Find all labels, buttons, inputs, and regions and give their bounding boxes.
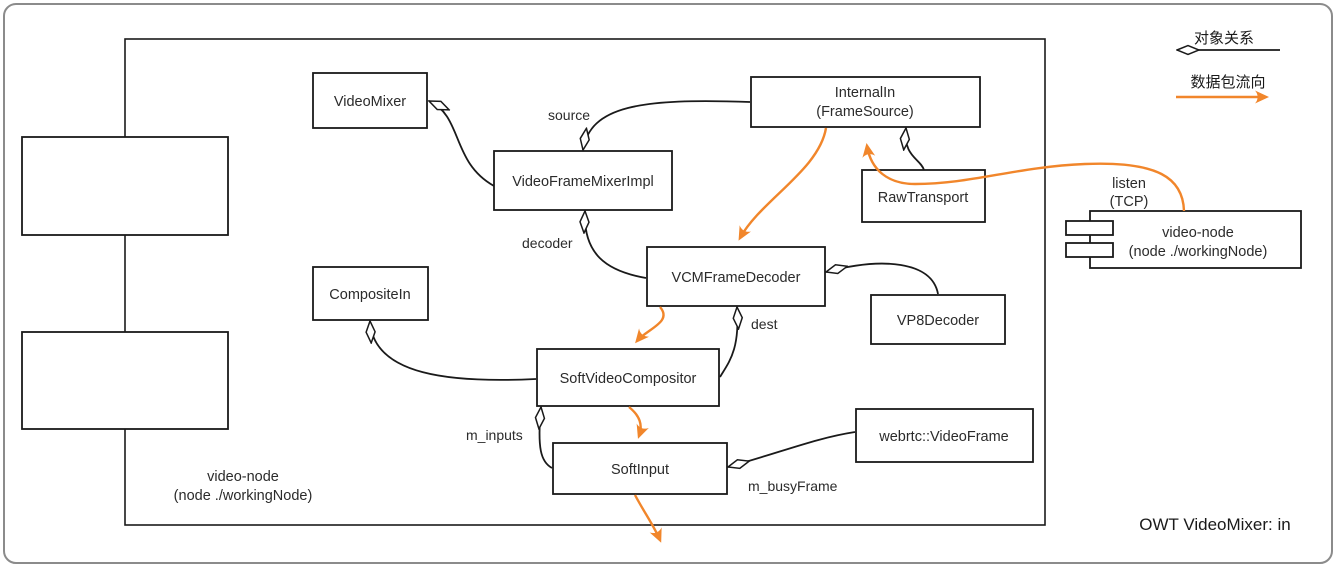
flow-compositor-to-softinput xyxy=(628,406,649,439)
node-label: webrtc::VideoFrame xyxy=(878,429,1008,445)
relation-decoder xyxy=(585,211,647,279)
relation-m-inputs xyxy=(539,407,553,469)
node-label: RawTransport xyxy=(878,190,969,206)
left-port-box-top xyxy=(21,136,229,236)
component-port-icon xyxy=(1065,242,1114,258)
node-soft-video-compositor: SoftVideoCompositor xyxy=(536,348,720,407)
relation-m-busyframe xyxy=(728,431,856,467)
relation-source xyxy=(583,100,751,150)
edge-label-source: source xyxy=(548,107,590,123)
node-label: InternalIn xyxy=(835,85,895,101)
diagram-title: OWT VideoMixer: in xyxy=(1139,515,1290,534)
flow-vcm-to-compositor xyxy=(635,306,665,344)
legend-object-relation-label: 对象关系 xyxy=(1194,30,1254,47)
video-node-container xyxy=(124,38,1046,526)
node-label: VP8Decoder xyxy=(897,313,979,329)
node-internal-in: InternalIn (FrameSource) xyxy=(750,76,981,128)
node-webrtc-video-frame: webrtc::VideoFrame xyxy=(855,408,1034,463)
node-video-frame-mixer-impl: VideoFrameMixerImpl xyxy=(493,150,673,211)
left-port-box-bottom xyxy=(21,331,229,430)
node-label: VCMFrameDecoder xyxy=(672,270,801,286)
legend: 对象关系 数据包流向 xyxy=(1176,30,1280,104)
component-label: (node ./workingNode) xyxy=(1129,244,1268,260)
flow-softinput-out xyxy=(633,494,662,543)
flow-listen-to-internalin xyxy=(862,143,1186,212)
node-label: (FrameSource) xyxy=(816,104,914,120)
component-port-icon xyxy=(1065,220,1114,236)
relation-vcm-vp8decoder xyxy=(826,262,939,295)
edge-label-m-inputs: m_inputs xyxy=(466,427,523,443)
listen-label: listen xyxy=(1112,176,1146,192)
node-label: SoftInput xyxy=(611,462,669,478)
flow-internalin-to-vcm xyxy=(738,127,828,241)
relation-compositein-compositor xyxy=(370,321,537,381)
relation-internalin-rawtransport xyxy=(906,128,925,171)
node-video-mixer: VideoMixer xyxy=(312,72,428,129)
edge-label-m-busyframe: m_busyFrame xyxy=(748,478,838,494)
edge-label-decoder: decoder xyxy=(522,235,573,251)
node-vp8-decoder: VP8Decoder xyxy=(870,294,1006,345)
relation-videomixer-impl xyxy=(429,100,495,187)
node-vcm-frame-decoder: VCMFrameDecoder xyxy=(646,246,826,307)
node-label: VideoMixer xyxy=(334,94,406,110)
node-soft-input: SoftInput xyxy=(552,442,728,495)
component-label: video-node xyxy=(1162,225,1234,241)
node-label: VideoFrameMixerImpl xyxy=(512,174,654,190)
image-frame xyxy=(3,3,1333,564)
node-raw-transport: RawTransport xyxy=(861,169,986,223)
node-label: CompositeIn xyxy=(329,287,410,303)
container-label: (node ./workingNode) xyxy=(174,488,313,504)
node-label: SoftVideoCompositor xyxy=(560,371,697,387)
node-composite-in: CompositeIn xyxy=(312,266,429,321)
edge-label-dest: dest xyxy=(751,316,778,332)
legend-data-flow-label: 数据包流向 xyxy=(1190,74,1265,91)
component-video-node: video-node (node ./workingNode) listen (… xyxy=(1065,176,1302,269)
container-label: video-node xyxy=(207,469,279,485)
relation-dest xyxy=(719,307,738,378)
listen-label: (TCP) xyxy=(1110,194,1149,210)
